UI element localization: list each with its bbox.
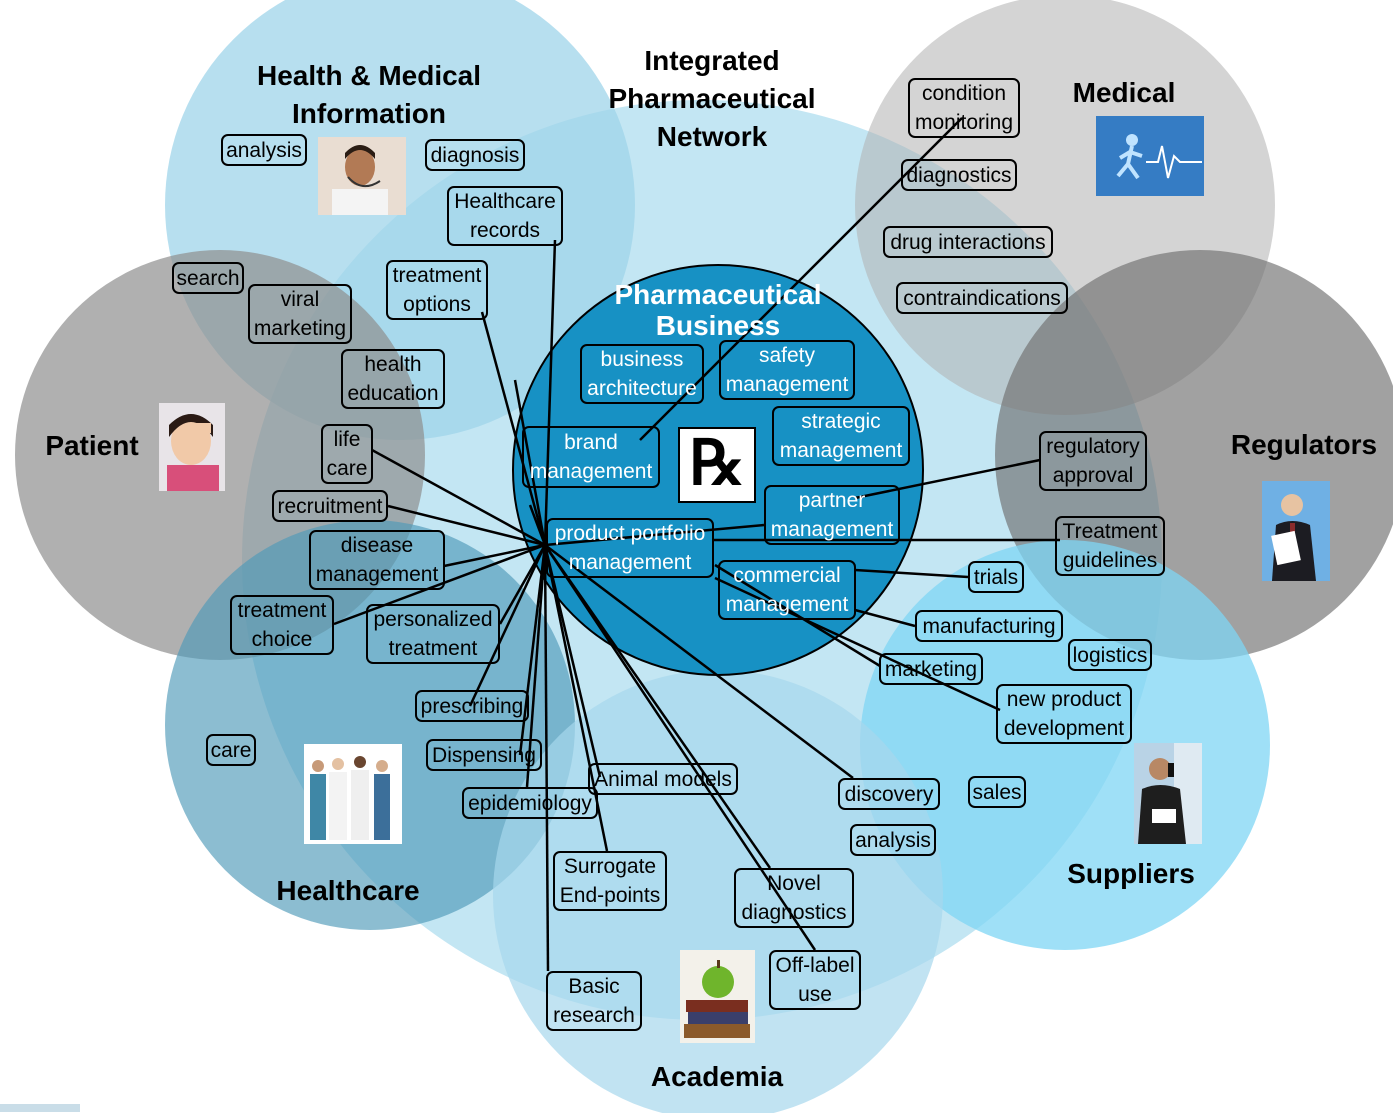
- connector-line: [543, 239, 557, 546]
- node-new-product-development: new product development: [996, 684, 1132, 744]
- pharma-business-title: Pharmaceutical Business: [588, 279, 848, 341]
- node-off-label-use: Off-label use: [769, 950, 861, 1010]
- core-title-line2: Business: [655, 310, 781, 341]
- integrated-title-line3: Network: [656, 121, 768, 152]
- node-condition-monitoring: condition monitoring: [908, 78, 1020, 138]
- connector-line: [543, 544, 550, 972]
- node-viral-marketing: viral marketing: [248, 284, 352, 344]
- node-treatment-choice: treatment choice: [230, 595, 334, 655]
- connector-line: [543, 544, 602, 778]
- running-ecg-photo: [1096, 116, 1204, 196]
- connector-line: [543, 544, 817, 951]
- health-info-title-line1: Health & Medical: [256, 60, 482, 91]
- health-info-title-line2: Information: [292, 98, 446, 129]
- node-health-education: health education: [341, 349, 445, 409]
- node-dispensing: Dispensing: [426, 739, 542, 771]
- healthcare-title: Healthcare: [276, 875, 420, 906]
- node-commercial-management: commercial management: [718, 560, 856, 620]
- connector-line: [480, 311, 547, 546]
- node-recruitment: recruitment: [272, 490, 388, 522]
- connector-line: [543, 544, 772, 869]
- academia-circle: [493, 670, 943, 1113]
- node-contraindications: contraindications: [896, 282, 1068, 314]
- connector-line: [714, 563, 881, 668]
- node-life-care: life care: [321, 424, 373, 484]
- corner-mark: [0, 1104, 80, 1112]
- businessman-reading-photo: [1262, 481, 1330, 581]
- node-logistics: logistics: [1068, 639, 1152, 671]
- connector-line: [854, 458, 1041, 500]
- regulators-title: Regulators: [1230, 429, 1378, 460]
- connector-line: [468, 544, 547, 707]
- connector-line: [544, 523, 765, 547]
- node-analysis-health: analysis: [221, 134, 307, 166]
- sick-child-photo: [159, 403, 225, 491]
- node-partner-management: partner management: [764, 485, 900, 545]
- patient-title: Patient: [45, 430, 139, 461]
- node-sales: sales: [968, 776, 1026, 808]
- core-title-line1: Pharmaceutical: [614, 279, 822, 310]
- node-regulatory-approval: regulatory approval: [1039, 431, 1147, 491]
- node-epidemiology: epidemiology: [462, 787, 598, 819]
- node-personalized-treatment: personalized treatment: [366, 604, 500, 664]
- node-prescribing: prescribing: [415, 690, 529, 722]
- connector-line: [371, 448, 546, 547]
- connector-line: [443, 543, 546, 568]
- node-analysis-suppliers: analysis: [850, 824, 936, 856]
- headset-doctor-photo: [318, 137, 406, 215]
- connector-line: [854, 568, 969, 579]
- node-safety-management: safety management: [719, 340, 855, 400]
- node-diagnostics: diagnostics: [901, 159, 1017, 191]
- node-strategic-management: strategic management: [772, 406, 910, 466]
- node-surrogate-endpoints: Surrogate End-points: [553, 851, 667, 911]
- node-drug-interactions: drug interactions: [883, 226, 1053, 258]
- node-diagnosis: diagnosis: [425, 139, 525, 171]
- suppliers-circle: [860, 540, 1270, 950]
- node-search: search: [172, 262, 244, 294]
- node-animal-models: Animal models: [588, 763, 738, 795]
- medical-staff-photo: [304, 744, 402, 844]
- connector-line: [387, 504, 546, 547]
- integrated-network-title: Integrated Pharmaceutical Network: [592, 42, 832, 156]
- connector-line: [714, 576, 1001, 712]
- connector-line: [513, 379, 547, 546]
- health-info-title: Health & Medical Information: [233, 57, 505, 133]
- connector-line: [854, 608, 916, 628]
- integrated-title-line2: Pharmaceutical: [608, 83, 816, 114]
- node-discovery: discovery: [838, 778, 940, 810]
- node-business-architecture: business architecture: [580, 344, 704, 404]
- medical-title: Medical: [1072, 77, 1176, 108]
- healthcare-circle: [165, 520, 575, 930]
- node-marketing: marketing: [879, 653, 983, 685]
- node-treatment-options: treatment options: [386, 260, 488, 320]
- businessman-phone-photo: [1134, 743, 1202, 844]
- node-trials: trials: [968, 561, 1024, 593]
- node-treatment-guidelines: Treatment guidelines: [1055, 516, 1165, 576]
- node-care: care: [206, 734, 256, 766]
- connector-line: [525, 544, 547, 788]
- node-disease-management: disease management: [309, 530, 445, 590]
- node-basic-research: Basic research: [546, 971, 642, 1031]
- node-product-portfolio-management: product portfolio management: [546, 518, 714, 578]
- node-manufacturing: manufacturing: [915, 610, 1063, 642]
- connector-line: [639, 117, 963, 441]
- academia-title: Academia: [650, 1061, 784, 1092]
- node-novel-diagnostics: Novel diagnostics: [734, 868, 854, 928]
- node-healthcare-records: Healthcare records: [447, 186, 563, 246]
- integrated-title-line1: Integrated: [644, 45, 780, 76]
- connector-line: [544, 544, 854, 779]
- apple-books-photo: [680, 950, 755, 1043]
- rx-symbol-icon: ℞: [678, 427, 756, 503]
- node-brand-management: brand management: [522, 426, 660, 488]
- suppliers-title: Suppliers: [1067, 858, 1195, 889]
